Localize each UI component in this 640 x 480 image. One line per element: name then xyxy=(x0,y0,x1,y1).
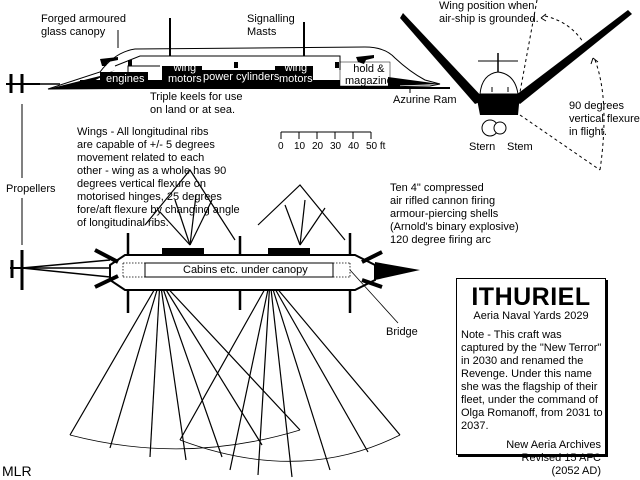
scale-tick-50: 50 ft xyxy=(366,141,386,152)
side-view xyxy=(6,18,450,245)
engines-label: engines xyxy=(106,73,145,85)
canopy-box xyxy=(144,262,334,278)
front-wing-left xyxy=(400,13,485,104)
wing-fan-upper-1 xyxy=(144,168,236,246)
wing-fan-2 xyxy=(179,278,401,478)
front-view xyxy=(400,0,632,171)
hold-area xyxy=(339,61,391,87)
cabins-label: Cabins etc. under canopy xyxy=(183,264,308,276)
plan-propellers xyxy=(10,248,119,290)
wing-fan-1 xyxy=(69,278,301,461)
power-cylinders-block xyxy=(200,70,275,84)
plan-cannons xyxy=(126,233,352,313)
scale-tick-30: 30 xyxy=(330,141,342,152)
front-wing-right xyxy=(512,10,632,104)
front-canopy xyxy=(479,71,519,95)
side-keel xyxy=(80,80,400,89)
front-hull xyxy=(476,94,520,115)
bridge-label: Bridge xyxy=(386,326,418,338)
shipyard: Aeria Naval Yards 2029 xyxy=(473,310,589,322)
power-cylinders-label: power cylinders xyxy=(203,71,280,83)
info-box: ITHURIEL Aeria Naval Yards 2029 Note - T… xyxy=(456,278,606,477)
scale-tick-40: 40 xyxy=(348,141,360,152)
scale-tick-10: 10 xyxy=(294,141,306,152)
side-cannon xyxy=(100,57,118,66)
side-cannon xyxy=(356,55,374,64)
scale-tick-20: 20 xyxy=(312,141,324,152)
azurine-ram xyxy=(388,77,440,86)
flexure-arc-lower xyxy=(594,59,605,171)
wing-motors-block-1 xyxy=(162,66,202,87)
history-note: Note - This craft was captured by the "N… xyxy=(461,329,603,432)
stem-label: Stem xyxy=(507,141,533,153)
propellers-label: Propellers xyxy=(6,183,56,195)
scale-bar xyxy=(280,131,372,139)
stem-circle xyxy=(493,121,507,135)
ram-label: Azurine Ram xyxy=(393,94,457,106)
scale-tick-0: 0 xyxy=(278,141,284,152)
hold-label: hold &magazine xyxy=(345,63,393,87)
plan-ram xyxy=(375,262,420,280)
flexure-arc-upper xyxy=(544,15,584,43)
engines-block xyxy=(100,72,148,86)
ship-name: ITHURIEL xyxy=(471,283,591,311)
wing-fan-upper-2 xyxy=(257,184,346,246)
stern-label: Stern xyxy=(469,141,496,153)
signature: MLR xyxy=(2,463,32,479)
wing-motors-block-2 xyxy=(275,66,313,87)
plan-view xyxy=(10,168,420,478)
